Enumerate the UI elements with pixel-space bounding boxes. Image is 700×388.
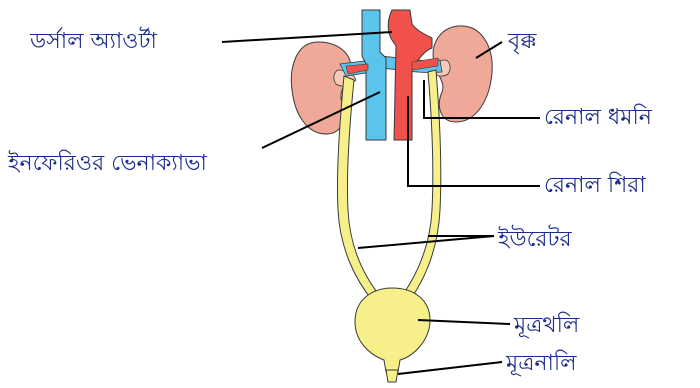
urinary-bladder bbox=[355, 288, 430, 372]
dorsal-aorta bbox=[388, 10, 432, 140]
label-kidney: বৃক্ক bbox=[507, 29, 537, 54]
label-urinary-bladder: মূত্রথলি bbox=[513, 312, 580, 338]
label-dorsal-aorta: ডর্সাল অ্যাওর্টা bbox=[29, 27, 157, 54]
label-inferior-vena-cava: ইনফেরিওর ভেনাক্যাভা bbox=[7, 150, 208, 176]
label-renal-vein: রেনাল শিরা bbox=[544, 172, 646, 198]
inferior-vena-cava bbox=[362, 10, 386, 140]
label-renal-artery: রেনাল ধমনি bbox=[544, 104, 653, 130]
label-urethra: মূত্রনালি bbox=[505, 350, 577, 376]
urethra bbox=[386, 370, 398, 382]
label-ureter: ইউরেটর bbox=[497, 225, 573, 252]
